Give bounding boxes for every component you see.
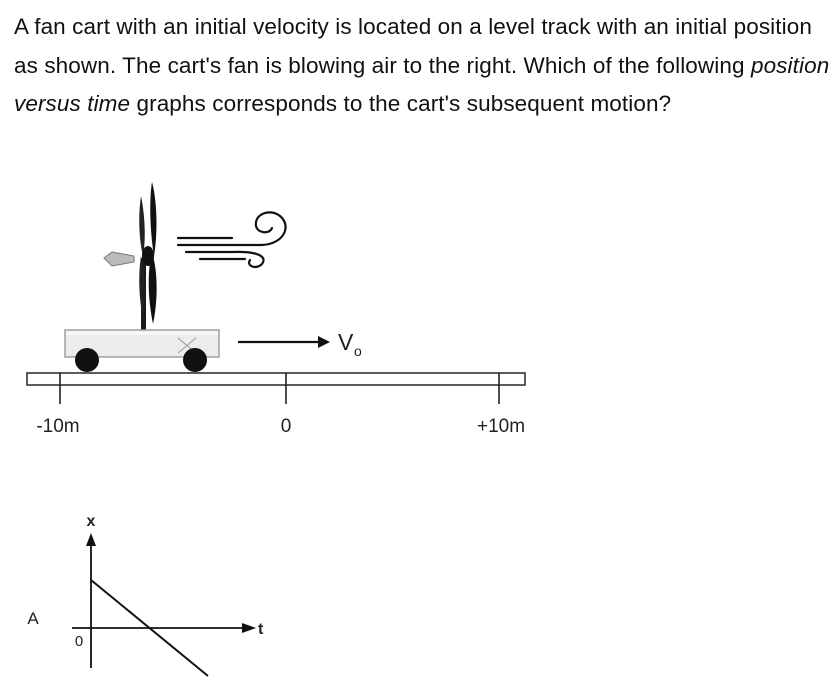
graph-a-y-axis-label: x [87,513,96,530]
fan-motor [103,251,135,267]
cart [64,329,220,372]
cart-wheel-left [75,348,99,372]
fan-hub [142,246,154,266]
velocity-label: V [338,329,354,355]
graph-a-option-label: A [27,609,39,628]
graph-a-x-arrow [242,623,256,633]
track-label-left: -10m [36,416,79,437]
question-part-1: A fan cart with an initial velocity is l… [14,14,812,78]
graph-a-origin-label: 0 [75,633,83,650]
velocity-arrow [238,336,330,348]
question-emphasis: position versus time [14,52,830,117]
velocity-subscript: o [354,343,362,359]
fan [103,182,157,330]
track-label-center: 0 [281,416,292,437]
question-text: A fan cart with an initial velocity is l… [14,8,834,124]
wind-lines [176,211,287,269]
graph-option-a: A x t 0 [27,513,264,677]
fan-blade-back-top [139,196,145,256]
graph-a-y-arrow [86,533,96,546]
fan-blade-top [150,182,157,256]
question-part-2: graphs corresponds to the cart's subsequ… [130,91,672,116]
track-rail [26,372,526,386]
cart-wheel-right [183,348,207,372]
fan-blade-bottom [148,252,157,324]
track [26,372,526,404]
graph-a-curve [90,579,209,677]
graph-a-x-axis-label: t [258,621,264,638]
track-label-right: +10m [477,416,525,437]
fan-blade-back-bottom [139,256,146,318]
